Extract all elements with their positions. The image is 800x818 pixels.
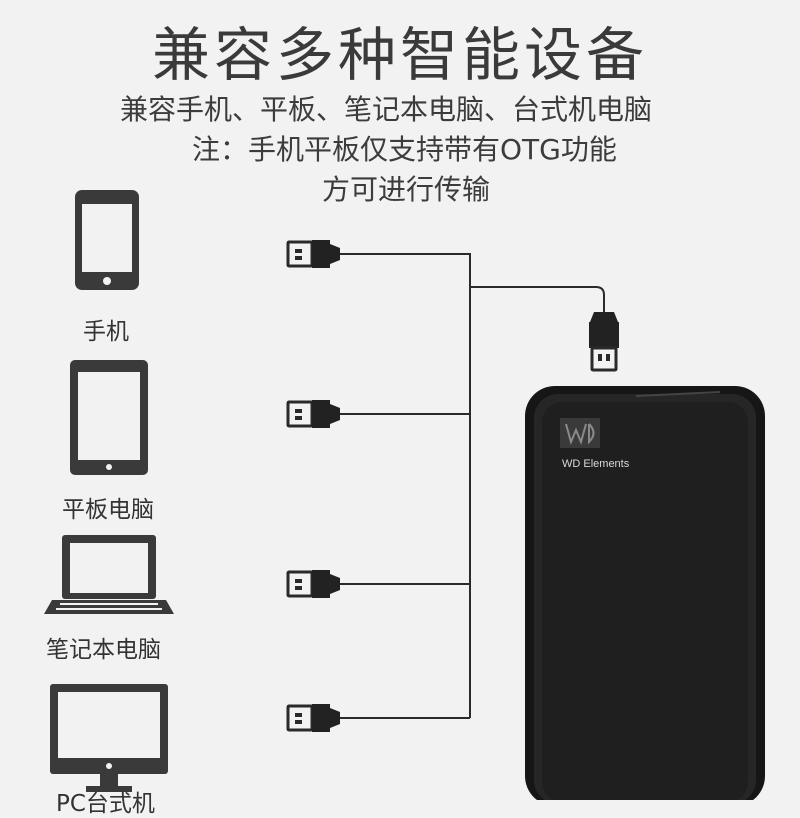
usb-plug-icon [286,240,340,268]
device-label-phone: 手机 [83,319,129,345]
usb-cable [340,253,605,719]
drive-model-label: WD Elements [562,458,630,470]
tablet-icon [70,360,148,475]
device-label-laptop: 笔记本电脑 [46,637,161,663]
subtitle-line-3: 方可进行传输 [322,173,491,206]
usb-plug-icon [589,312,619,372]
smartphone-icon [75,190,139,290]
desktop-monitor-icon [50,684,168,792]
subtitle-line-2: 注：手机平板仅支持带有OTG功能 [192,133,617,166]
subtitle-line-1: 兼容手机、平板、笔记本电脑、台式机电脑 [120,93,653,126]
device-label-tablet: 平板电脑 [62,497,154,523]
usb-plug-icon [286,570,340,598]
connection-diagram [44,190,765,800]
external-hard-drive-icon [525,386,765,800]
laptop-icon [44,535,174,614]
page-title: 兼容多种智能设备 [151,21,648,89]
wd-logo-icon [560,418,600,448]
usb-plug-icon [286,704,340,732]
device-label-desktop: PC台式机 [56,791,155,817]
usb-plug-icon [286,400,340,428]
